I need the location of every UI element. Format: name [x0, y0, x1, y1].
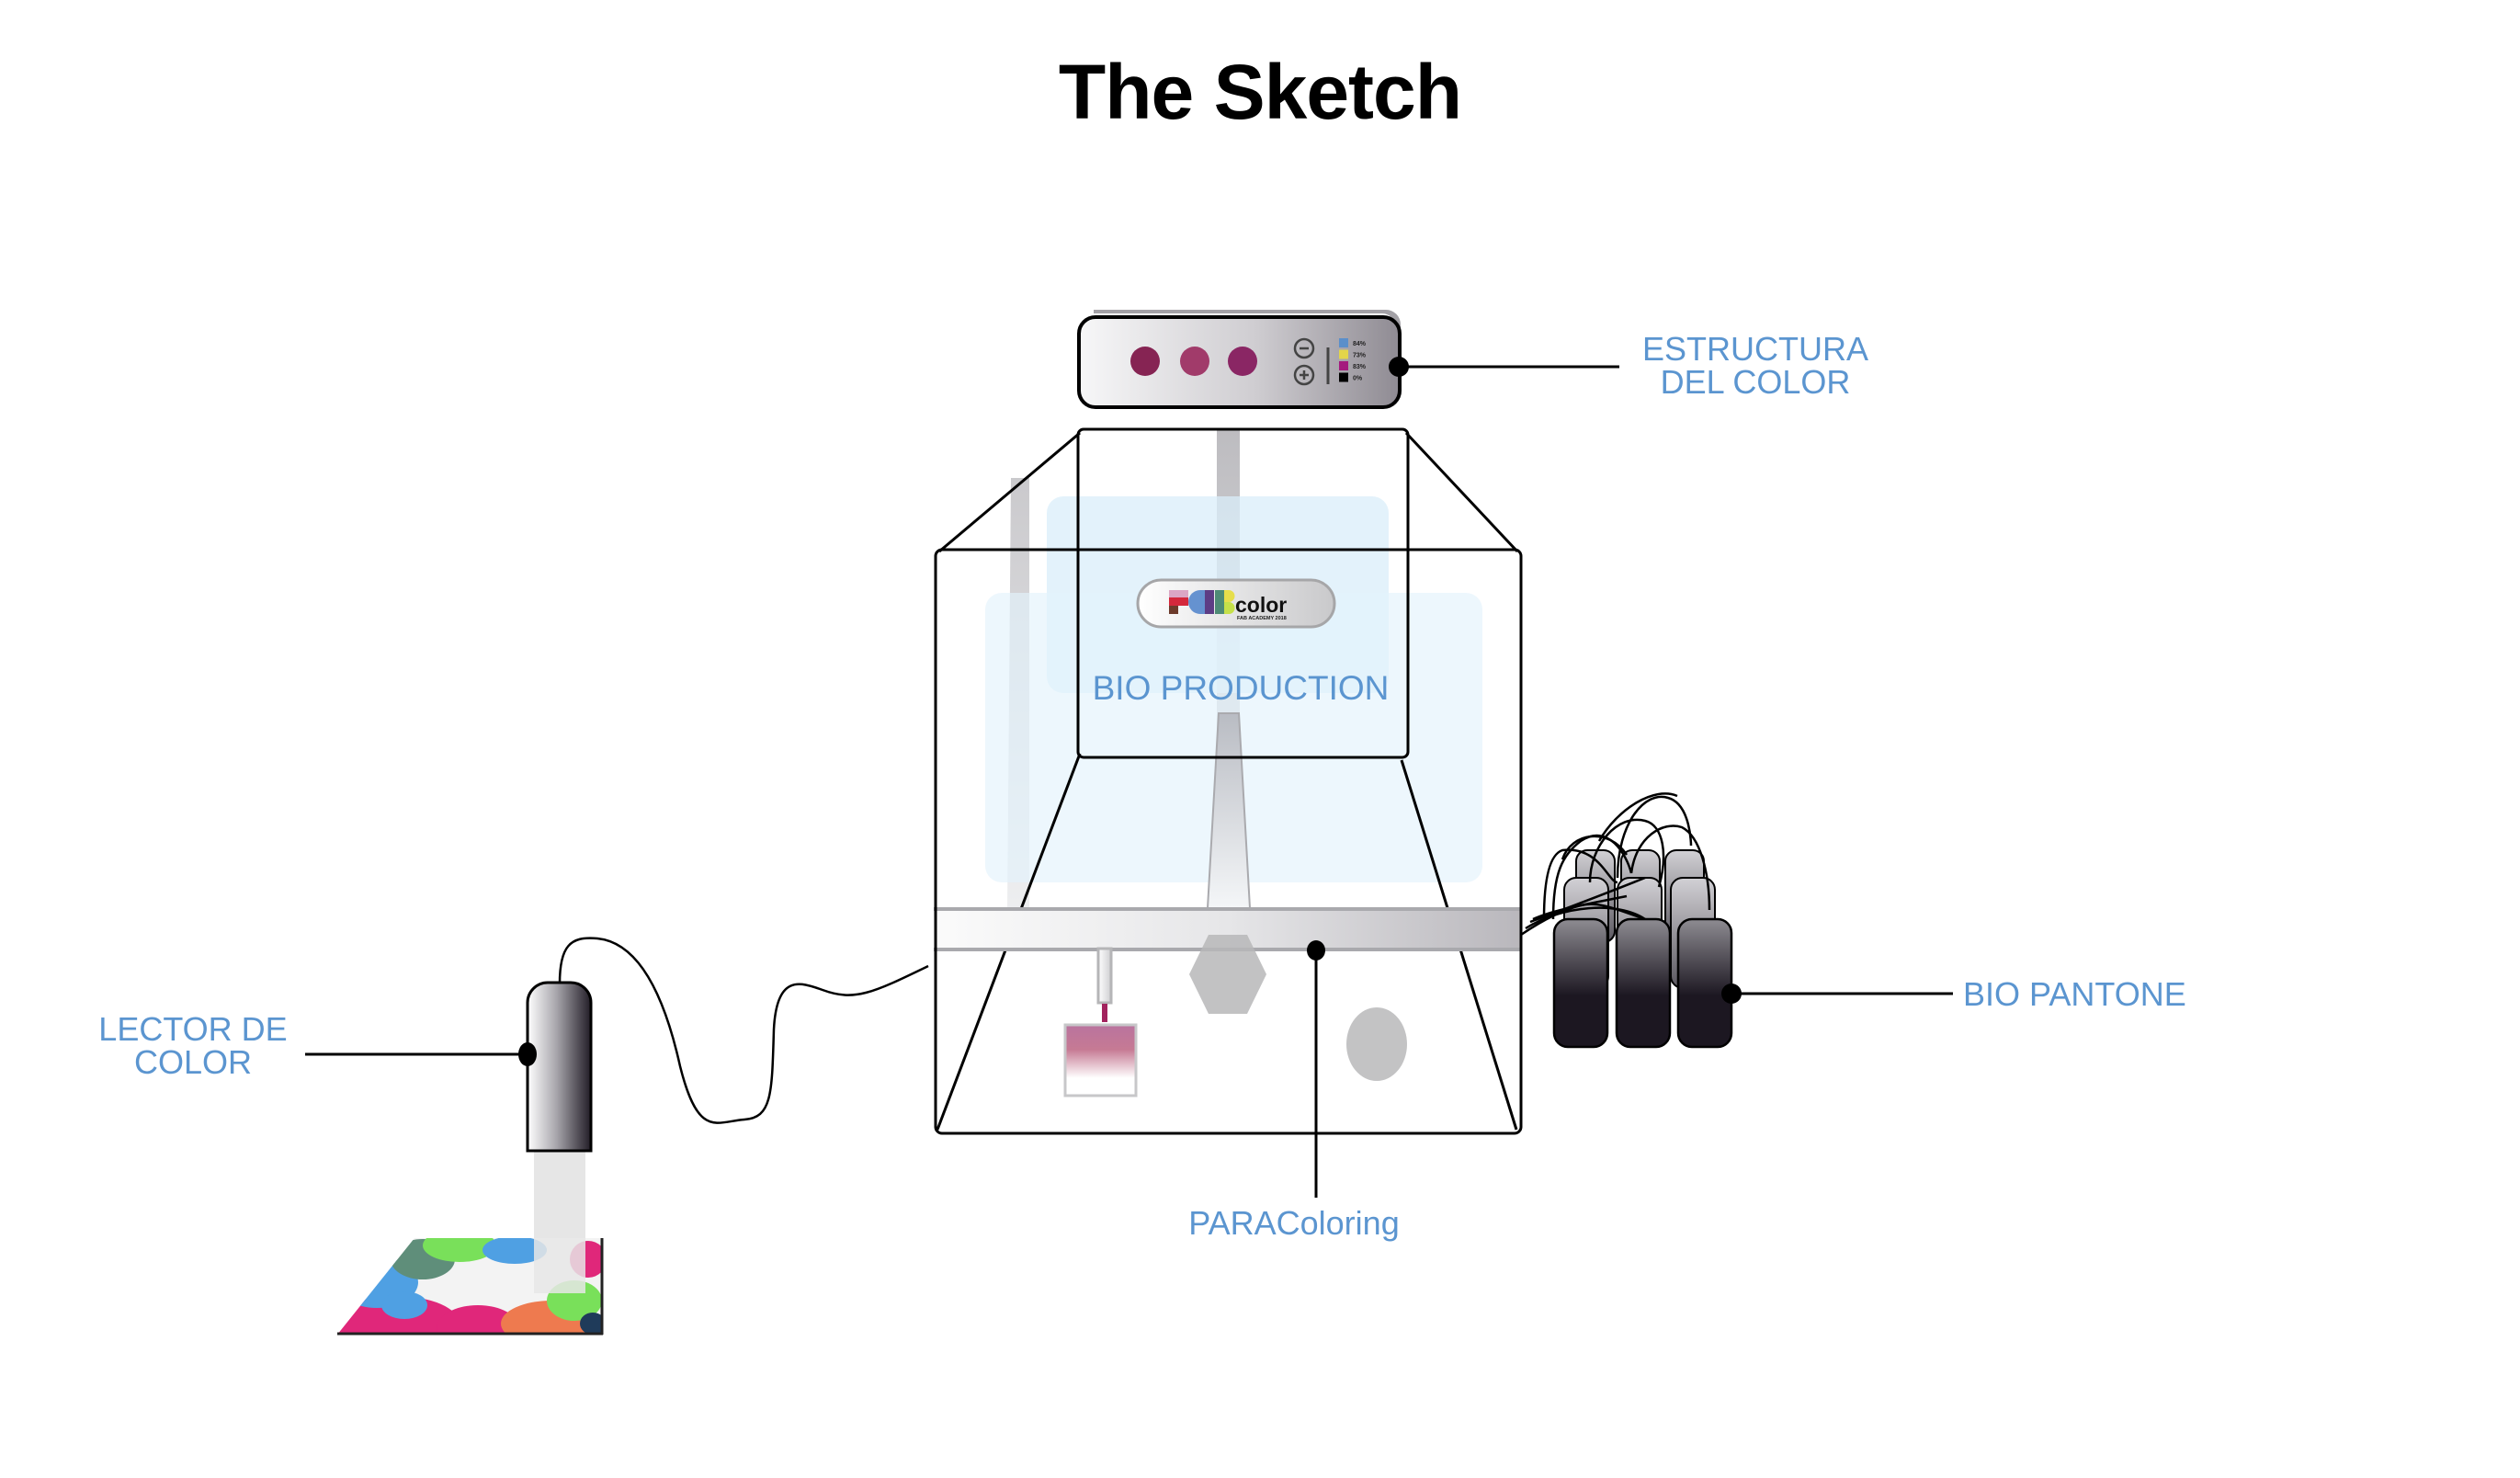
- circle-module: [1346, 1007, 1407, 1081]
- bio-production-chamber: color FAB ACADEMY 2018: [934, 427, 1523, 1135]
- ink-level-yellow: 73%: [1353, 353, 1367, 359]
- ink-level-black: 0%: [1353, 376, 1363, 382]
- inner-back-frame: [1076, 427, 1410, 759]
- callout-dot-lector: [518, 1042, 537, 1066]
- ink-swatch-black: [1339, 372, 1348, 382]
- indicator-led-1: [1130, 347, 1160, 376]
- label-estructura-del-color: ESTRUCTURA DEL COLOR: [1627, 333, 1884, 399]
- logo-subtitle: FAB ACADEMY 2018: [1237, 616, 1287, 621]
- label-line: ESTRUCTURA: [1641, 330, 1868, 368]
- label-lector-de-color: LECTOR DE COLOR: [74, 1013, 312, 1079]
- bio-pantone-bottles: [1520, 792, 1733, 1049]
- dye-drip: [1102, 1004, 1107, 1022]
- ink-level-cyan: 84%: [1353, 341, 1367, 347]
- label-paracoloring: PARAColoring: [1188, 1204, 1400, 1242]
- color-reader: [337, 937, 929, 1336]
- ink-swatch-magenta: [1339, 361, 1348, 370]
- label-line: LECTOR DE: [98, 1010, 288, 1048]
- indicator-led-2: [1180, 347, 1209, 376]
- dispenser-tube: [1096, 947, 1113, 1005]
- callout-dot-estructura: [1389, 357, 1409, 377]
- sensor-cable: [558, 937, 929, 1124]
- label-bio-production: BIO PRODUCTION: [1057, 669, 1425, 707]
- ink-levels-legend: 84% 73% 83% 0%: [1339, 338, 1367, 382]
- ink-swatch-cyan: [1339, 338, 1348, 347]
- sensor-light-beam: [534, 1151, 585, 1243]
- label-line: COLOR: [133, 1043, 253, 1081]
- minus-circle-icon[interactable]: [1293, 337, 1315, 359]
- logo-word: color: [1235, 593, 1287, 617]
- indicator-led-3: [1228, 347, 1257, 376]
- page-title: The Sketch: [1058, 49, 1462, 135]
- plus-circle-icon[interactable]: [1293, 364, 1315, 386]
- callout-dot-paracoloring: [1307, 940, 1325, 961]
- label-line: DEL COLOR: [1660, 363, 1851, 401]
- fabcolor-logo: color FAB ACADEMY 2018: [1136, 578, 1336, 629]
- hexagon-module: [1189, 935, 1266, 1014]
- callout-dot-pantone: [1721, 983, 1742, 1004]
- color-structure-device: 84% 73% 83% 0%: [1077, 310, 1402, 409]
- ink-level-magenta: 83%: [1353, 364, 1367, 370]
- outer-front-frame: [934, 548, 1523, 1135]
- sensor-body: [526, 981, 593, 1153]
- ink-swatch-yellow: [1339, 349, 1348, 359]
- color-swatch-sample: [1063, 1023, 1138, 1097]
- label-bio-pantone: BIO PANTONE: [1963, 975, 2186, 1013]
- label-bio-production-text: BIO PRODUCTION: [1092, 669, 1390, 707]
- perspective-edge: [938, 431, 1081, 553]
- perspective-edge: [1404, 431, 1519, 553]
